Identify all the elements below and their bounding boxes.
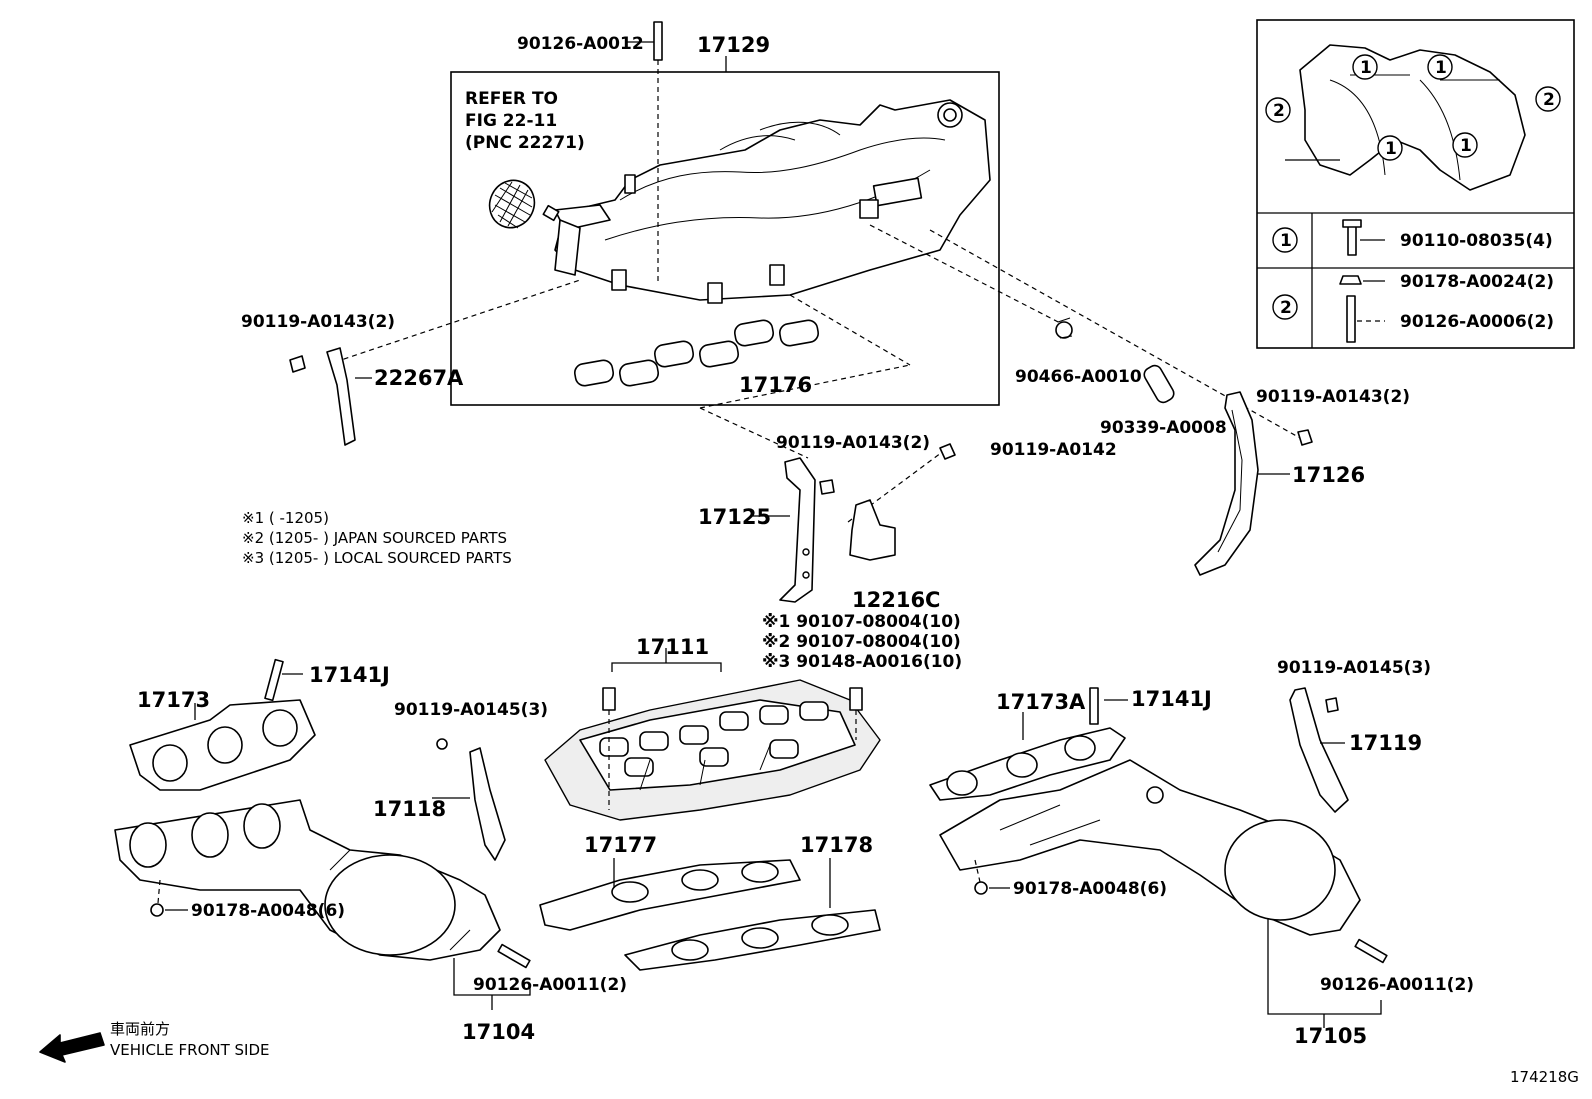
inset-fastener-icons <box>1339 219 1362 343</box>
label-17178: 17178 <box>800 833 873 857</box>
label-90178-A0048-left: 90178-A0048(6) <box>191 901 345 921</box>
front-arrow-icon <box>39 1032 105 1063</box>
label-17104: 17104 <box>462 1020 535 1044</box>
inset-marker-2-right: 2 <box>1543 90 1555 110</box>
figure-id: 174218G <box>1510 1068 1579 1086</box>
refer-line-1: REFER TO <box>465 89 558 109</box>
stud-17141J-left <box>264 658 284 702</box>
front-side-en: VEHICLE FRONT SIDE <box>110 1041 270 1059</box>
label-90466-A0010: 90466-A0010 <box>1015 367 1142 387</box>
label-17177: 17177 <box>584 833 657 857</box>
bracket-17126 <box>1194 391 1313 576</box>
label-90126-A0011-left: 90126-A0011(2) <box>473 975 627 995</box>
bracket-17125 <box>753 457 835 603</box>
gasket-17176-drawing <box>574 319 819 387</box>
inset-marker-1-bot-b: 1 <box>1460 136 1472 156</box>
label-90119-A0143-left: 90119-A0143(2) <box>241 312 395 332</box>
label-bolts-2: ※2 90107-08004(10) <box>762 632 961 652</box>
label-17141J-left: 17141J <box>309 663 390 687</box>
upper-intake-manifold-drawing <box>488 99 991 304</box>
inset-marker-1-top-a: 1 <box>1360 58 1372 78</box>
inset-marker-2-left: 2 <box>1273 101 1285 121</box>
label-17111: 17111 <box>636 635 709 659</box>
inset-row2-part-b: 90126-A0006(2) <box>1400 312 1554 332</box>
intake-screen-part <box>488 179 560 229</box>
label-bolts-1: ※1 90107-08004(10) <box>762 612 961 632</box>
nut-90178-A0048-left <box>150 903 164 917</box>
label-90119-A0143-mid: 90119-A0143(2) <box>776 433 930 453</box>
label-90119-A0145-left: 90119-A0145(3) <box>394 700 548 720</box>
label-17125: 17125 <box>698 505 771 529</box>
label-12216C: 12216C <box>852 588 940 612</box>
label-90119-A0143-right: 90119-A0143(2) <box>1256 387 1410 407</box>
gasket-17178-drawing <box>624 909 881 971</box>
clip-90466-A0010 <box>1055 317 1073 339</box>
label-22267A: 22267A <box>374 366 464 390</box>
refer-line-3: (PNC 22271) <box>465 133 585 153</box>
note-1: ※1 ( -1205) <box>242 509 329 527</box>
label-90178-A0048-right: 90178-A0048(6) <box>1013 879 1167 899</box>
bolt-lower-intake-right <box>849 687 863 711</box>
label-90126-A0011-right: 90126-A0011(2) <box>1320 975 1474 995</box>
bracket-17119 <box>1289 687 1349 813</box>
label-90119-A0145-right: 90119-A0145(3) <box>1277 658 1431 678</box>
bolt-lower-intake-left <box>602 687 616 711</box>
stud-90126-A0011-right <box>1354 938 1388 964</box>
label-90119-A0142: 90119-A0142 <box>990 440 1117 460</box>
lower-intake-manifold-drawing <box>544 679 881 821</box>
label-17126: 17126 <box>1292 463 1365 487</box>
label-bolts-3: ※3 90148-A0016(10) <box>762 652 962 672</box>
inset-row1-part: 90110-08035(4) <box>1400 231 1553 251</box>
gasket-17177-drawing <box>539 859 801 931</box>
left-exhaust-manifold-drawing <box>114 799 501 961</box>
label-17173A: 17173A <box>996 690 1086 714</box>
nut-90178-A0048-right <box>974 881 988 895</box>
label-17173: 17173 <box>137 688 210 712</box>
inset-row2-part-a: 90178-A0024(2) <box>1400 272 1554 292</box>
note-3: ※3 (1205- ) LOCAL SOURCED PARTS <box>242 549 512 567</box>
stud-17141J-right <box>1089 687 1099 725</box>
bracket-17118 <box>436 738 506 861</box>
label-17119: 17119 <box>1349 731 1422 755</box>
label-17118: 17118 <box>373 797 446 821</box>
hose-90339-A0008 <box>1143 364 1175 404</box>
stud-90126-A0011-left <box>497 943 531 969</box>
label-90126-A0012: 90126-A0012 <box>517 34 644 54</box>
label-17176: 17176 <box>739 373 812 397</box>
stud-90126-A0012 <box>653 21 663 61</box>
part-12216C <box>849 443 956 561</box>
inset-marker-1-bot-a: 1 <box>1385 139 1397 159</box>
inset-detail-box <box>1256 19 1575 349</box>
right-exhaust-manifold-drawing <box>939 759 1361 936</box>
refer-line-2: FIG 22-11 <box>465 111 557 131</box>
bracket-22267A <box>289 347 372 446</box>
label-17129: 17129 <box>697 33 770 57</box>
front-side-jp: 車両前方 <box>110 1020 170 1038</box>
inset-marker-circles <box>1265 54 1561 320</box>
inset-marker-1-top-b: 1 <box>1435 58 1447 78</box>
intake-manifold-group-box <box>450 71 1000 406</box>
inset-row2-marker: 2 <box>1280 298 1292 318</box>
gasket-17173-drawing <box>129 699 316 791</box>
inset-row1-marker: 1 <box>1280 231 1292 251</box>
label-17141J-right: 17141J <box>1131 687 1212 711</box>
note-2: ※2 (1205- ) JAPAN SOURCED PARTS <box>242 529 507 547</box>
gasket-17173A-drawing <box>929 727 1126 801</box>
label-17105: 17105 <box>1294 1024 1367 1048</box>
label-90339-A0008: 90339-A0008 <box>1100 418 1227 438</box>
